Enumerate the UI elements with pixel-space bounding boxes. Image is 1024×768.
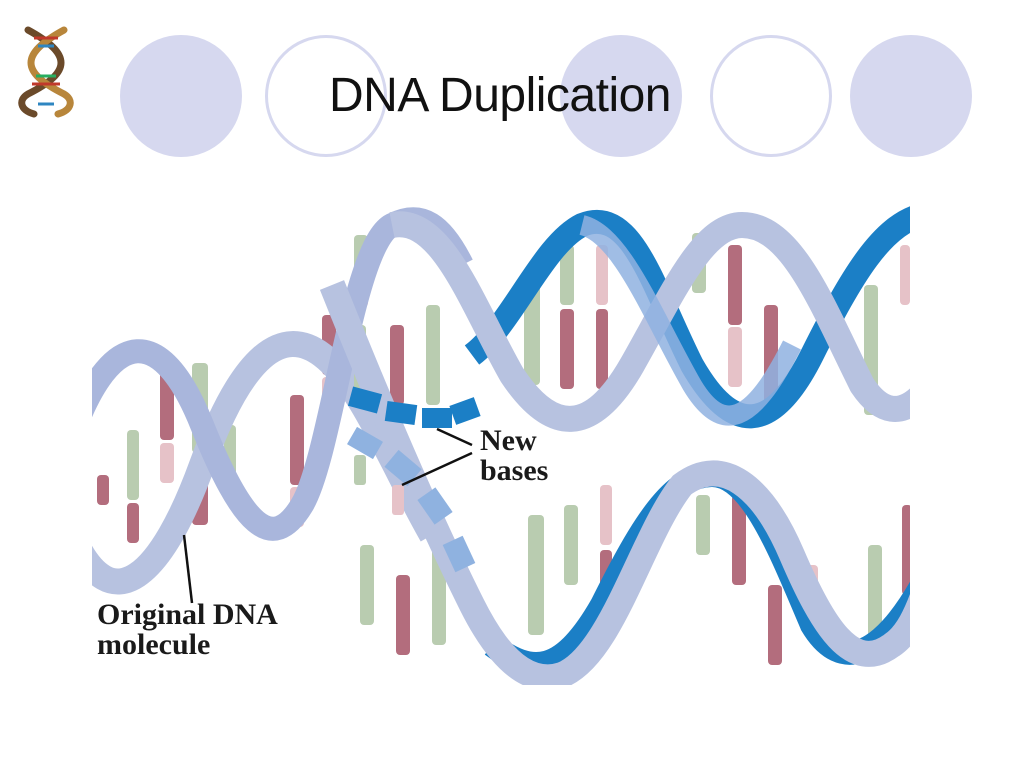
parent-strand-upper (389, 211, 910, 432)
dna-helix-icon (18, 26, 74, 118)
original-dna-label: Original DNA molecule (97, 600, 278, 660)
original-dna-label-line2: molecule (97, 628, 211, 661)
original-strand-front (92, 331, 444, 595)
dna-replication-illustration (92, 206, 910, 685)
decor-circle (120, 35, 242, 157)
new-bases-fragments (347, 386, 481, 573)
pointer-line (436, 427, 473, 447)
original-dna-label-line1: Original DNA (97, 598, 278, 631)
new-bases-label-line1: New (480, 424, 537, 457)
pointer-line (182, 534, 194, 604)
decor-circle (265, 35, 387, 157)
pointer-line (401, 451, 473, 487)
parent-strand-lower (319, 280, 910, 685)
decor-circle (850, 35, 972, 157)
new-bases-label: New bases (480, 426, 548, 486)
page-title: DNA Duplication (329, 69, 672, 122)
decor-circle (560, 35, 682, 157)
decor-circle (710, 35, 832, 157)
header-decoration (0, 0, 1024, 170)
new-bases-label-line2: bases (480, 454, 549, 487)
